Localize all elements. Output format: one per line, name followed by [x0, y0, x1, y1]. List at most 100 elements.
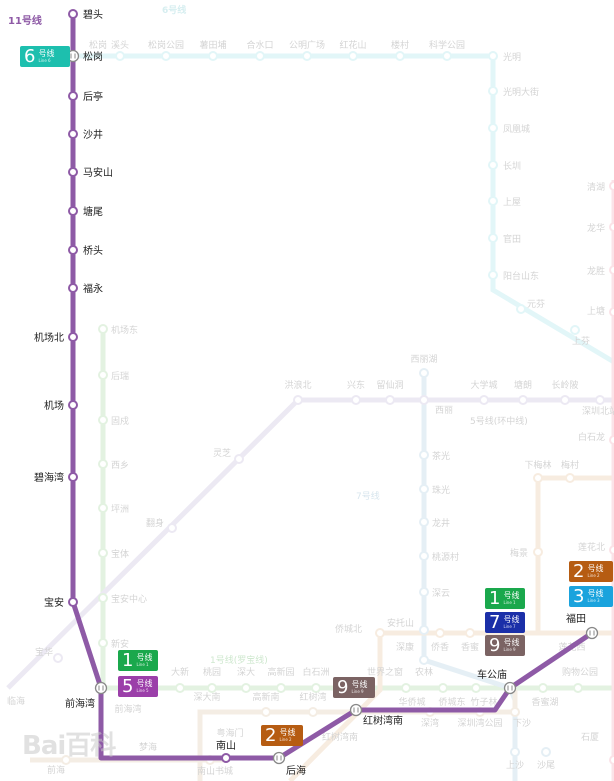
faded-station-dot	[518, 395, 528, 405]
interchange-glyph	[353, 707, 359, 713]
faded-station-dot	[419, 484, 429, 494]
badge-number: 5	[122, 675, 134, 697]
badge-sub: Line 7	[503, 624, 516, 629]
faded-station-label: 莲花北	[578, 541, 605, 553]
badge-label: 号线	[503, 638, 520, 647]
faded-station-label: 华侨城	[398, 696, 425, 708]
faded-station-label: 兴东	[347, 379, 365, 391]
faded-station-dot	[419, 368, 429, 378]
station-dot	[68, 245, 78, 255]
faded-station-label: 塘朗	[514, 379, 532, 391]
station-label: 机场北	[34, 331, 64, 344]
faded-station-dot	[241, 683, 251, 693]
station-dot	[68, 91, 78, 101]
station-label: 宝安	[44, 596, 64, 609]
station-label: 福田	[566, 612, 586, 625]
station-9[interactable]: 机场北	[34, 331, 78, 344]
faded-station-dot	[401, 683, 411, 693]
faded-station-label: 深云	[432, 588, 450, 599]
station-2[interactable]: 松岗	[66, 49, 104, 63]
interchange-icon	[349, 703, 363, 717]
station-17[interactable]: 车公庙	[477, 668, 517, 695]
badge-number: 1	[489, 587, 501, 609]
badge-sub: Line 3	[587, 598, 600, 603]
badge-number: 1	[122, 649, 134, 671]
faded-station-dot	[435, 628, 445, 638]
badge-sub: Line 1	[136, 662, 149, 667]
faded-station-label: 新安	[111, 638, 129, 650]
station-12[interactable]: 宝安	[44, 596, 78, 609]
badge-sub: Line 5	[136, 688, 149, 693]
faded-station-dot	[98, 459, 108, 469]
faded-station-label: 红树湾南	[322, 731, 358, 743]
badge-label: 号线	[351, 680, 368, 689]
faded-station-dot	[541, 747, 551, 757]
faded-station-label: 西丽湖	[410, 354, 437, 365]
faded-station-label: 侨城东	[438, 696, 465, 708]
faded-station-label: 大新	[171, 666, 189, 678]
faded-station-label: 西丽	[435, 405, 453, 416]
faded-station-dot	[98, 638, 108, 648]
faded-station-label: 松岗公园	[148, 39, 184, 51]
faded-station-label: 购物公园	[562, 666, 598, 678]
line-1-title: 1号线(罗宝线)	[210, 654, 268, 666]
faded-station-label: 上芬	[572, 336, 590, 347]
interchange-glyph	[589, 630, 595, 636]
station-4[interactable]: 沙井	[68, 128, 103, 141]
badge-sub: Line 9	[351, 689, 364, 694]
faded-station-dot	[419, 625, 429, 635]
faded-station-dot	[479, 395, 489, 405]
station-16[interactable]: 红树湾南	[349, 703, 404, 728]
station-7[interactable]: 桥头	[68, 245, 103, 257]
station-label: 桥头	[83, 245, 103, 257]
faded-station-dot	[98, 415, 108, 425]
faded-station-label: 上屋	[503, 197, 521, 208]
station-5[interactable]: 马安山	[68, 166, 113, 179]
badge-sub: Line 1	[503, 600, 516, 605]
faded-station-dot	[609, 307, 614, 317]
faded-station-label: 红树湾	[299, 691, 326, 703]
station-label: 前海湾	[65, 697, 95, 710]
station-3[interactable]: 后亭	[68, 90, 103, 103]
faded-station-label: 灵芝	[213, 447, 231, 459]
faded-station-dot	[488, 86, 498, 96]
station-14[interactable]: 南山	[216, 739, 236, 763]
station-13[interactable]: 前海湾	[65, 681, 108, 711]
faded-station-label: 上沙	[506, 760, 524, 771]
faded-station-dot	[560, 395, 570, 405]
interchange-icon	[503, 681, 517, 695]
faded-station-label: 宝体	[111, 548, 129, 560]
station-8[interactable]: 福永	[68, 282, 103, 295]
faded-station-label: 龙井	[432, 517, 450, 529]
station-11[interactable]: 碧海湾	[34, 471, 78, 484]
station-dot	[68, 206, 78, 216]
faded-station-dot	[538, 683, 548, 693]
station-dot	[221, 753, 231, 763]
faded-station-dot	[609, 181, 614, 191]
station-18[interactable]: 福田	[566, 612, 599, 640]
station-10[interactable]: 机场	[44, 399, 78, 412]
faded-station-dot	[98, 548, 108, 558]
faded-station-dot	[488, 270, 498, 280]
faded-station-dot	[98, 503, 108, 513]
faded-station-label: 合水口	[246, 39, 273, 51]
badge-number: 9	[337, 676, 349, 698]
faded-station-dot	[419, 395, 429, 405]
line-11-title: 11号线	[8, 14, 42, 27]
faded-station-dot	[573, 683, 583, 693]
faded-station-dot	[208, 51, 218, 61]
station-1[interactable]: 碧头	[68, 9, 103, 21]
station-6[interactable]: 塘尾	[68, 205, 103, 218]
faded-station-dot	[533, 473, 543, 483]
station-15[interactable]: 后海	[272, 751, 307, 778]
